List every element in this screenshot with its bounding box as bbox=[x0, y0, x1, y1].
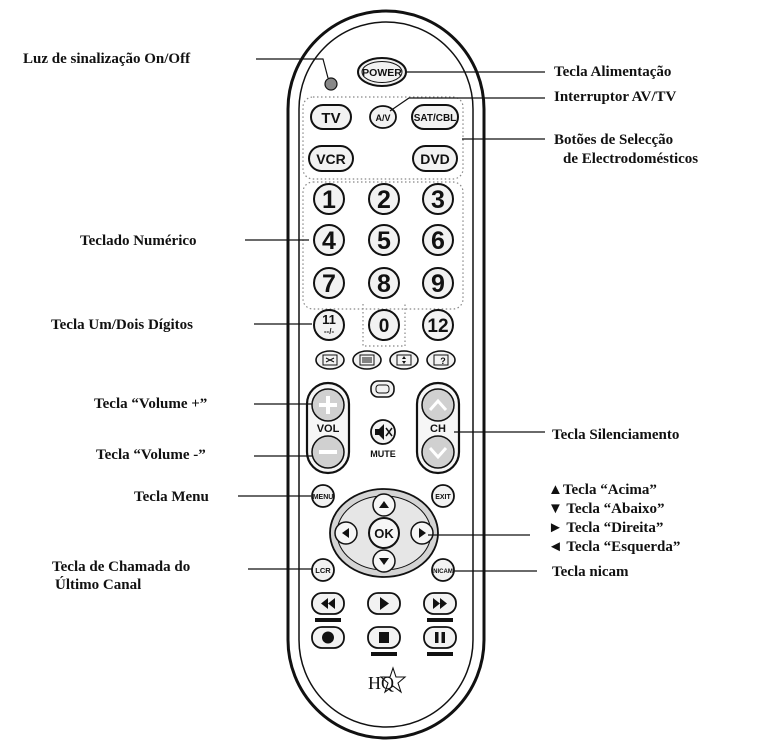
key-12-button[interactable]: 12 bbox=[423, 310, 453, 340]
tv-label: TV bbox=[321, 110, 340, 127]
label-down: ▼ Tecla “Abaixo” bbox=[548, 500, 665, 518]
teletext-mix-button[interactable] bbox=[316, 351, 344, 369]
svg-text:?: ? bbox=[440, 356, 446, 366]
av-tv-label: A/V bbox=[375, 113, 390, 123]
digit-zero-label: 0 bbox=[379, 316, 390, 337]
channel-up-button[interactable] bbox=[422, 389, 454, 421]
digit-label: 2 bbox=[377, 186, 391, 214]
digit-label: 3 bbox=[431, 186, 445, 214]
exit-button[interactable]: EXIT bbox=[432, 485, 454, 507]
digit-zero-key[interactable]: 0 bbox=[369, 310, 399, 340]
vol-label: VOL bbox=[317, 423, 340, 435]
channel-rocker: CH bbox=[417, 383, 459, 473]
pause-button[interactable] bbox=[424, 627, 456, 648]
one-two-digit-top-label: 11 bbox=[322, 312, 336, 327]
volume-up-button[interactable] bbox=[312, 389, 344, 421]
stop-button[interactable] bbox=[368, 627, 400, 648]
digit-label: 1 bbox=[322, 186, 336, 214]
label-right: ► Tecla “Direita” bbox=[548, 519, 663, 537]
dvd-button[interactable]: DVD bbox=[413, 146, 457, 171]
digit-key[interactable]: 7 bbox=[314, 268, 344, 298]
mute-label: MUTE bbox=[370, 449, 396, 459]
digit-key[interactable]: 6 bbox=[423, 225, 453, 255]
ok-label: OK bbox=[374, 526, 394, 541]
teletext-size-button[interactable] bbox=[390, 351, 418, 369]
vcr-label: VCR bbox=[316, 151, 346, 167]
digit-label: 4 bbox=[322, 227, 336, 255]
one-two-digit-button[interactable]: 11 --/- bbox=[314, 310, 344, 340]
rewind-underline bbox=[315, 618, 341, 622]
dvd-label: DVD bbox=[420, 151, 450, 167]
ch-label: CH bbox=[430, 423, 446, 435]
digit-label: 8 bbox=[377, 270, 391, 298]
nicam-label: NICAM bbox=[433, 569, 453, 575]
digit-label: 6 bbox=[431, 227, 445, 255]
record-button[interactable] bbox=[312, 627, 344, 648]
digit-label: 7 bbox=[322, 270, 336, 298]
label-led: Luz de sinalização On/Off bbox=[23, 50, 190, 68]
menu-button[interactable]: MENU bbox=[312, 485, 334, 507]
navigation-pad: OK bbox=[330, 489, 438, 577]
label-nicam: Tecla nicam bbox=[552, 563, 629, 581]
label-left: ◄ Tecla “Esquerda” bbox=[548, 538, 680, 556]
sat-cbl-label: SAT/CBL bbox=[414, 113, 457, 124]
menu-label: MENU bbox=[313, 494, 334, 501]
tv-button[interactable]: TV bbox=[311, 105, 351, 129]
volume-rocker: VOL bbox=[307, 383, 349, 473]
label-vol-up: Tecla “Volume +” bbox=[94, 395, 207, 413]
nav-down-button[interactable] bbox=[373, 550, 395, 572]
one-two-digit-bottom-label: --/- bbox=[324, 327, 335, 336]
digit-key[interactable]: 3 bbox=[423, 184, 453, 214]
teletext-text-button[interactable] bbox=[353, 351, 381, 369]
label-up: ▲Tecla “Acima” bbox=[548, 481, 657, 499]
play-button[interactable] bbox=[368, 593, 400, 614]
digit-label: 9 bbox=[431, 270, 445, 298]
power-label: POWER bbox=[362, 67, 402, 79]
label-last-channel-2: Último Canal bbox=[55, 576, 141, 594]
nav-up-button[interactable] bbox=[373, 494, 395, 516]
digit-key[interactable]: 1 bbox=[314, 184, 344, 214]
label-power: Tecla Alimentação bbox=[554, 63, 671, 81]
label-menu: Tecla Menu bbox=[134, 488, 209, 506]
exit-label: EXIT bbox=[435, 494, 451, 501]
volume-down-button[interactable] bbox=[312, 436, 344, 468]
vcr-button[interactable]: VCR bbox=[309, 146, 353, 171]
small-function-button[interactable] bbox=[371, 381, 394, 397]
digit-key[interactable]: 5 bbox=[369, 225, 399, 255]
nicam-button[interactable]: NICAM bbox=[432, 559, 454, 581]
pause-underline bbox=[427, 652, 453, 656]
digit-key[interactable]: 9 bbox=[423, 268, 453, 298]
mute-button[interactable] bbox=[371, 420, 395, 444]
channel-down-button[interactable] bbox=[422, 436, 454, 468]
ok-button[interactable]: OK bbox=[369, 518, 399, 548]
label-av-switch: Interruptor AV/TV bbox=[554, 88, 676, 106]
stop-underline bbox=[371, 652, 397, 656]
lcr-label: LCR bbox=[315, 566, 331, 575]
label-mute: Tecla Silenciamento bbox=[552, 426, 679, 444]
teletext-reveal-button[interactable]: ? bbox=[427, 351, 455, 369]
label-numeric: Teclado Numérico bbox=[80, 232, 197, 250]
label-last-channel-1: Tecla de Chamada do bbox=[52, 558, 190, 576]
fast-forward-underline bbox=[427, 618, 453, 622]
label-device-select-1: Botões de Selecção bbox=[554, 131, 673, 149]
nav-left-button[interactable] bbox=[335, 522, 357, 544]
lcr-button[interactable]: LCR bbox=[312, 559, 334, 581]
digit-key[interactable]: 2 bbox=[369, 184, 399, 214]
label-device-select-2: de Electrodomésticos bbox=[563, 150, 698, 168]
digit-key[interactable]: 4 bbox=[314, 225, 344, 255]
rewind-button[interactable] bbox=[312, 593, 344, 614]
digit-key[interactable]: 8 bbox=[369, 268, 399, 298]
label-vol-down: Tecla “Volume -” bbox=[96, 446, 206, 464]
led-indicator bbox=[325, 78, 337, 90]
key-12-label: 12 bbox=[427, 316, 448, 337]
fast-forward-button[interactable] bbox=[424, 593, 456, 614]
power-button[interactable]: POWER bbox=[358, 58, 406, 86]
label-one-two-digits: Tecla Um/Dois Dígitos bbox=[51, 316, 193, 334]
digit-label: 5 bbox=[377, 227, 391, 255]
sat-cbl-button[interactable]: SAT/CBL bbox=[412, 105, 458, 129]
nav-right-button[interactable] bbox=[411, 522, 433, 544]
